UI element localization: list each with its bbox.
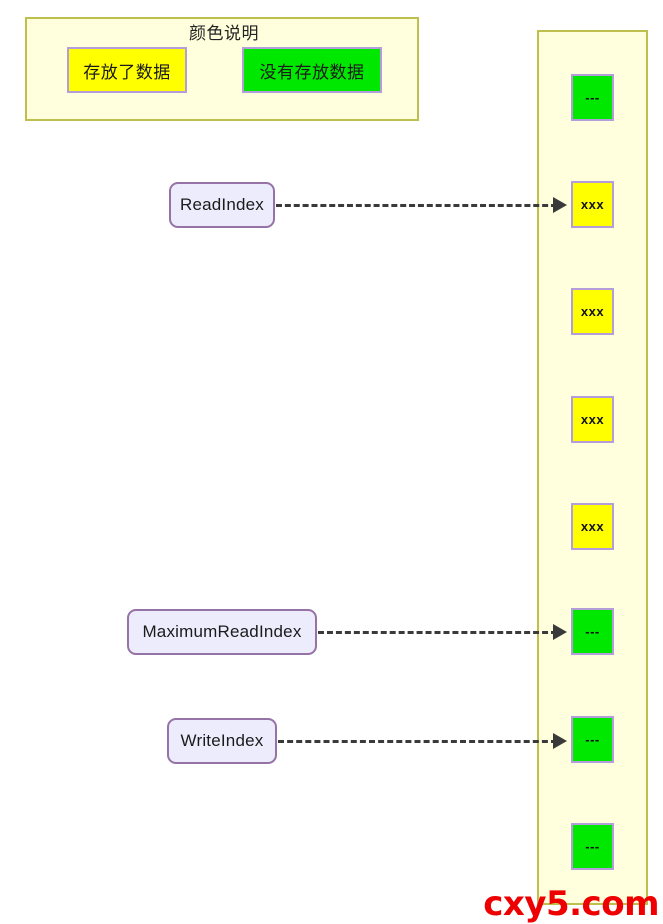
buffer-cell-6: --- — [571, 716, 614, 763]
connector-maximumreadindex — [318, 631, 557, 634]
pointer-label-writeindex-text: WriteIndex — [180, 731, 264, 750]
buffer-cell-7: --- — [571, 823, 614, 870]
buffer-column: --- xxx xxx xxx xxx --- --- --- — [537, 30, 648, 905]
pointer-label-maximumreadindex: MaximumReadIndex — [127, 609, 317, 655]
buffer-cell-1-label: xxx — [580, 197, 605, 212]
buffer-cell-5: --- — [571, 608, 614, 655]
legend-title: 颜色说明 — [189, 24, 259, 43]
pointer-label-readindex-text: ReadIndex — [179, 195, 265, 214]
legend-item-empty: 没有存放数据 — [242, 47, 382, 93]
buffer-cell-0: --- — [571, 74, 614, 121]
legend-item-empty-label: 没有存放数据 — [259, 62, 365, 82]
legend-item-filled: 存放了数据 — [67, 47, 187, 93]
buffer-cell-4: xxx — [571, 503, 614, 550]
connector-writeindex — [278, 740, 557, 743]
buffer-cell-3-label: xxx — [580, 412, 605, 427]
buffer-cell-1: xxx — [571, 181, 614, 228]
buffer-cell-0-label: --- — [585, 90, 600, 105]
buffer-cell-4-label: xxx — [580, 519, 605, 534]
pointer-label-maximumreadindex-text: MaximumReadIndex — [142, 622, 302, 641]
buffer-cell-2-label: xxx — [580, 304, 605, 319]
arrow-head-maximumreadindex-icon — [553, 624, 567, 640]
connector-readindex — [276, 204, 557, 207]
watermark: cxy5.com — [483, 884, 659, 924]
pointer-label-writeindex: WriteIndex — [167, 718, 277, 764]
buffer-cell-5-label: --- — [585, 624, 600, 639]
buffer-cell-2: xxx — [571, 288, 614, 335]
legend-panel: 颜色说明 存放了数据 没有存放数据 — [25, 17, 419, 121]
buffer-cell-3: xxx — [571, 396, 614, 443]
arrow-head-writeindex-icon — [553, 733, 567, 749]
pointer-label-readindex: ReadIndex — [169, 182, 275, 228]
buffer-cell-6-label: --- — [585, 732, 600, 747]
arrow-head-readindex-icon — [553, 197, 567, 213]
buffer-cell-7-label: --- — [585, 839, 600, 854]
legend-item-filled-label: 存放了数据 — [83, 62, 171, 82]
